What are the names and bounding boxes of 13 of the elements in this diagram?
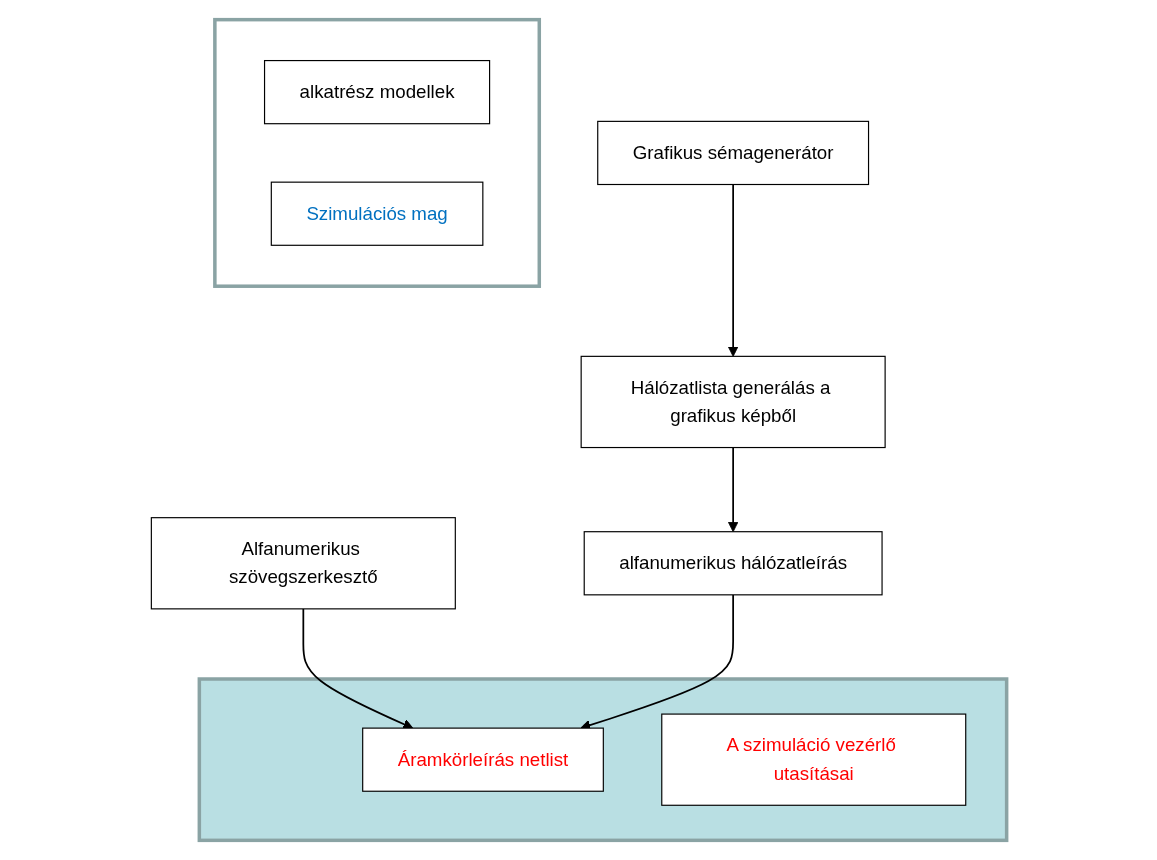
- arrow: [727, 183, 738, 357]
- node-box: Alfanumerikus szövegszerkesztő: [150, 517, 456, 610]
- node-box: Grafikus sémagenerátor: [596, 120, 869, 186]
- arrow: [727, 446, 738, 533]
- node-box: Hálózatlista generálás a grafikus képből: [580, 355, 886, 449]
- cluster: [197, 677, 1008, 843]
- node-box: alfanumerikus hálózatleírás: [583, 531, 883, 596]
- node-box: alkatrész modellek: [263, 60, 490, 125]
- node-box: Áramkörleírás netlist: [361, 727, 604, 792]
- node-box: Szimulációs mag: [270, 181, 483, 246]
- cluster: [212, 17, 541, 288]
- node-box: A szimuláció vezérlő utasításai: [660, 713, 966, 806]
- arrow: [301, 608, 413, 729]
